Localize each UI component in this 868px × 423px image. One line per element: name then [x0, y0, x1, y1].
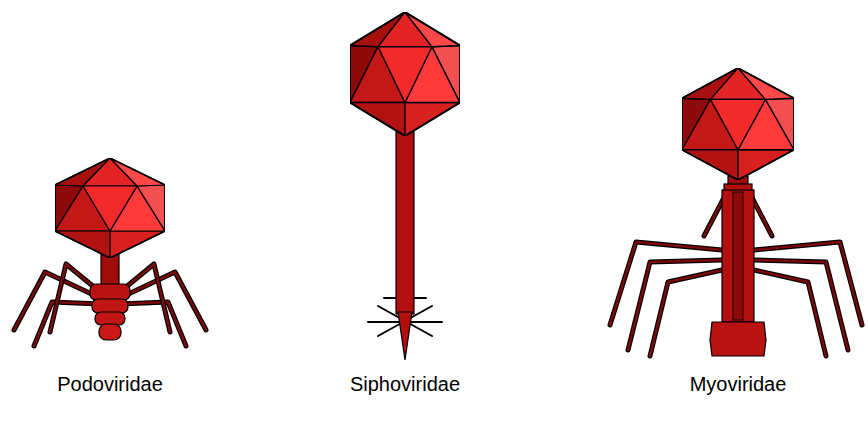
siphovirus-spike [398, 312, 412, 360]
myovirus-figure [610, 68, 862, 356]
podovirus-capsid [55, 158, 165, 258]
siphovirus-tail [396, 132, 414, 314]
family-label: Siphoviridae [350, 372, 460, 396]
siphovirus-figure [350, 12, 460, 360]
myovirus-tail [710, 176, 766, 356]
myovirus-capsid [682, 68, 794, 180]
family-label: Podoviridae [57, 372, 163, 396]
siphovirus-capsid [350, 12, 460, 136]
podovirus-figure [14, 158, 206, 346]
myovirus-legs [610, 190, 862, 356]
podovirus-tail [90, 254, 130, 340]
family-label: Myoviridae [690, 372, 787, 396]
